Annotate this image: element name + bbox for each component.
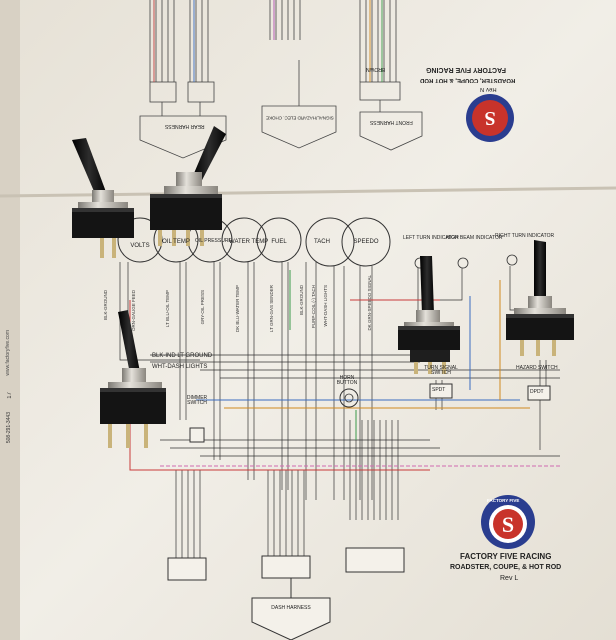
phone-number: 508-291-3443	[6, 412, 12, 444]
label-dpdt: DPDT	[530, 389, 544, 395]
label-dash-harness: DASH HARNESS	[271, 605, 311, 611]
top-title-2: ROADSTER, COUPE, & HOT ROD	[420, 77, 516, 83]
wire-label-6: LT GRN-GAS SENDER	[269, 285, 274, 333]
top-harness-elec: SIGNAL/HAZARD ELEC. CHOKE	[266, 115, 334, 121]
label-horn-button: HORN BUTTON	[336, 375, 358, 386]
label-turn-signal-switch: TURN SIGNAL SWITCH	[424, 365, 458, 376]
wire-label-9: WHT-DASH LIGHTS	[323, 285, 328, 327]
gauge-label-oil-temp: OIL TEMP	[162, 239, 190, 245]
gauge-label-volts: VOLTS	[130, 243, 150, 249]
wire-label-4: GRY-OIL PRESS	[200, 290, 205, 325]
top-harness-front: FRONT HARNESS	[370, 119, 413, 125]
gauge-label-oil-pressure: OIL PRESSURE	[195, 238, 232, 244]
gauge-label-speedo: SPEEDO	[353, 239, 379, 245]
label-dash-lights: WHT-DASH LIGHTS	[152, 364, 208, 370]
gauge-label-tach: TACH	[314, 239, 330, 245]
toggle-switch-1	[72, 138, 134, 258]
indicator-high-beam: HIGH BEAM INDICATOR	[446, 235, 503, 241]
connector-blocks	[167, 383, 551, 581]
gauge-label-water-temp: WATER TEMP	[229, 239, 269, 245]
wire-label-2: ORN-GAUGE FEED	[131, 290, 136, 332]
label-hazard-switch: HAZARD SWITCH	[516, 365, 558, 371]
svg-text:S: S	[484, 107, 495, 129]
wire-label-3: LT BLU-OIL TEMP	[165, 290, 170, 328]
wire-label-5: DK BLU-WATER TEMP	[235, 285, 240, 333]
wire-label-10: DK GRN-SPEEDO SIGNAL	[367, 275, 372, 331]
top-logo-icon: S	[466, 94, 514, 142]
factory-five-logo-icon: S	[481, 495, 535, 549]
bottom-title-1: FACTORY FIVE RACING	[460, 552, 552, 561]
label-spdt: SPDT	[432, 387, 446, 393]
horn-button-icon	[339, 388, 359, 408]
svg-text:S: S	[502, 512, 514, 537]
page-number: 17	[7, 392, 13, 399]
dash-harness-arrow	[251, 597, 331, 640]
label-ground: BLK-IND LT GROUND	[152, 353, 213, 359]
gauge-label-fuel: FUEL	[271, 239, 287, 245]
toggle-switch-5	[506, 240, 574, 356]
label-dimmer-switch: DIMMER SWITCH	[186, 395, 208, 406]
toggle-switch-4	[398, 256, 460, 374]
top-harness-rear: REAR HARNESS	[165, 123, 205, 129]
indicator-left-turn: LEFT TURN INDICATOR	[403, 235, 459, 241]
top-rev: Rev N	[480, 86, 497, 92]
wire-label-7: BLK-GROUND	[299, 285, 304, 316]
bottom-rev: Rev L	[500, 575, 519, 582]
page-margin	[0, 0, 20, 640]
indicator-right-turn: RIGHT TURN INDICATOR	[495, 233, 555, 239]
bottom-title-2: ROADSTER, COUPE, & HOT ROD	[450, 564, 562, 571]
top-wire-colors	[153, 0, 383, 82]
logo-text: FACTORY FIVE	[487, 498, 520, 503]
wire-label-1: BLK-GROUND	[103, 290, 108, 321]
website-text: www.factoryfive.com	[5, 330, 11, 376]
colored-wires	[129, 270, 560, 471]
top-title-1: FACTORY FIVE RACING	[426, 66, 506, 73]
wire-label-8: PURP-COIL (-) TACH	[311, 285, 316, 329]
top-brown-label: BROWN	[366, 66, 386, 72]
toggle-switch-3	[100, 310, 166, 448]
toggle-switch-2	[150, 126, 226, 246]
